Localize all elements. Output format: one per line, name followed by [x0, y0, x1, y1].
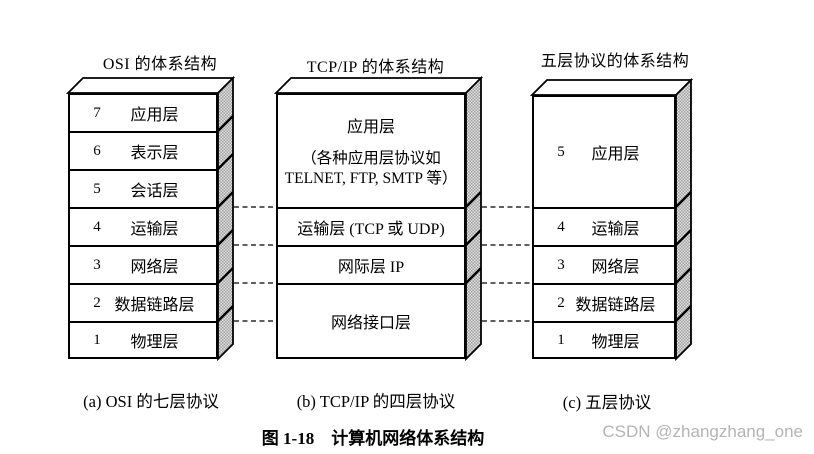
application-protocols-note-line1: （各种应用层协议如	[301, 149, 441, 167]
five-layer-stack: 5 应用层 4 运输层 3 网络层 2 数据链路层 1 物理层	[532, 95, 676, 359]
layer-number: 7	[93, 104, 101, 121]
layer-label: 运输层	[591, 221, 640, 238]
five-layer-row-4: 4 运输层	[534, 207, 674, 245]
layer-number: 4	[93, 218, 101, 235]
tcpip-layer-row-transport: 运输层 (TCP 或 UDP)	[278, 207, 464, 245]
layer-number: 5	[557, 143, 565, 160]
caption-b: (b) TCP/IP 的四层协议	[296, 392, 456, 411]
layer-label: 应用层	[346, 118, 395, 136]
application-protocols-note-line2: TELNET, FTP, SMTP 等）	[284, 170, 458, 187]
tcpip-box-side-face	[465, 75, 482, 362]
layer-number: 2	[93, 294, 101, 311]
osi-layer-row-7: 7 应用层	[70, 95, 216, 131]
five-box-side-face	[675, 77, 692, 362]
layer-label: 数据链路层	[114, 297, 195, 314]
layer-label: 网际层 IP	[337, 259, 405, 276]
layer-label: 运输层 (TCP 或 UDP)	[297, 221, 445, 238]
five-column-title: 五层协议的体系结构	[540, 53, 690, 70]
layer-edge-lines	[217, 115, 692, 322]
osi-column-title: OSI 的体系结构	[102, 56, 218, 73]
tcpip-layer-row-application: 应用层 （各种应用层协议如 TELNET, FTP, SMTP 等）	[278, 95, 464, 207]
tcpip-layer-row-network-interface: 网络接口层	[278, 283, 464, 357]
layer-label: 表示层	[130, 145, 179, 162]
tcpip-box-top-face	[273, 77, 484, 94]
layer-label: 数据链路层	[575, 297, 656, 314]
layer-label: 网络接口层	[330, 315, 411, 332]
layer-label: 会话层	[130, 183, 179, 200]
layer-label: 网络层	[130, 259, 179, 276]
layer-label: 运输层	[130, 221, 179, 238]
layer-number: 1	[93, 331, 101, 348]
layer-label: 应用层	[130, 107, 179, 124]
tcpip-layer-row-internet: 网际层 IP	[278, 245, 464, 283]
five-layer-row-5: 5 应用层	[534, 97, 674, 207]
layer-number: 4	[557, 218, 565, 235]
osi-layer-row-4: 4 运输层	[70, 207, 216, 245]
layer-number: 2	[557, 294, 565, 311]
tcpip-column-title: TCP/IP 的体系结构	[306, 59, 445, 76]
osi-layer-row-1: 1 物理层	[70, 321, 216, 357]
layer-number: 6	[93, 142, 101, 159]
watermark-text: CSDN @zhangzhang_one	[602, 422, 803, 441]
layer-label: 网络层	[591, 259, 640, 276]
layer-number: 5	[93, 180, 101, 197]
layer-number: 3	[557, 256, 565, 273]
layer-label: 物理层	[591, 334, 640, 351]
osi-box-top-face	[65, 77, 236, 94]
layer-number: 3	[93, 256, 101, 273]
five-layer-row-2: 2 数据链路层	[534, 283, 674, 321]
layer-label: 应用层	[591, 146, 640, 163]
five-layer-row-3: 3 网络层	[534, 245, 674, 283]
box-side-faces	[217, 75, 692, 362]
alignment-dashed-lines	[234, 206, 531, 322]
five-layer-row-1: 1 物理层	[534, 321, 674, 357]
caption-a: (a) OSI 的七层协议	[83, 392, 219, 411]
five-box-top-face	[529, 79, 694, 96]
figure-caption: 图 1-18 计算机网络体系结构	[261, 429, 485, 448]
osi-box-side-face	[217, 75, 234, 362]
tcpip-stack: 应用层 （各种应用层协议如 TELNET, FTP, SMTP 等） 运输层 (…	[276, 93, 466, 359]
osi-layer-row-2: 2 数据链路层	[70, 283, 216, 321]
caption-c: (c) 五层协议	[562, 393, 652, 412]
osi-layer-row-3: 3 网络层	[70, 245, 216, 283]
osi-layer-row-6: 6 表示层	[70, 131, 216, 169]
layer-number: 1	[557, 331, 565, 348]
layer-label: 物理层	[130, 334, 179, 351]
osi-layer-row-5: 5 会话层	[70, 169, 216, 207]
osi-stack: 7 应用层 6 表示层 5 会话层 4 运输层 3 网络层 2 数据链路层 1 …	[68, 93, 218, 359]
